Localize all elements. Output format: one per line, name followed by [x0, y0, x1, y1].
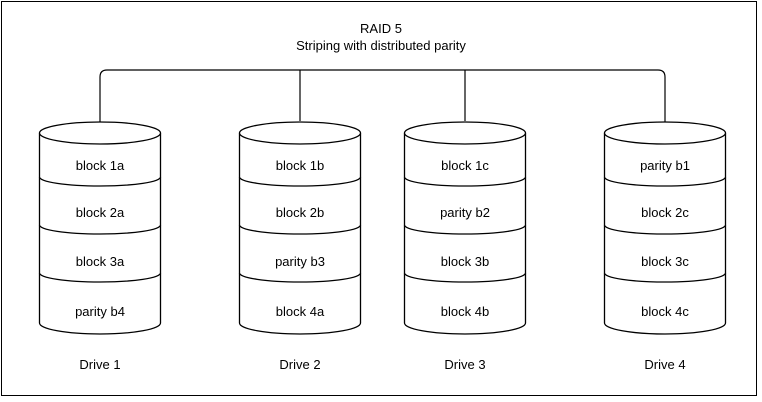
drive-1-divider-1 — [38, 176, 162, 187]
diagram-title: RAID 5 Striping with distributed parity — [0, 20, 762, 54]
drive-4-divider-2 — [603, 224, 727, 235]
drive3-block1-label: block 1c — [441, 158, 489, 173]
drive-1-cylinder — [38, 121, 162, 335]
diagram-border — [1, 1, 757, 396]
drive1-label: Drive 1 — [79, 357, 121, 372]
drive1-block2-label: block 2a — [75, 205, 125, 220]
drive-2-divider-1 — [238, 176, 362, 187]
drive-3-divider-3 — [403, 272, 527, 283]
drive3-block2-label: parity b2 — [440, 205, 490, 220]
drive-4-top — [603, 121, 727, 145]
drive3-block3-label: block 3b — [440, 254, 490, 269]
drive-1-divider-3 — [38, 272, 162, 283]
drive-3-cylinder — [403, 121, 527, 335]
bus-connector-line — [99, 69, 666, 122]
drive-2-top — [238, 121, 362, 145]
drive2-block4-label: block 4a — [275, 304, 325, 319]
bus-connector — [99, 69, 666, 122]
drive4-block3-label: block 3c — [641, 254, 689, 269]
drive-3-divider-1 — [403, 176, 527, 187]
drive-3-divider-2 — [403, 224, 527, 235]
drive-4-body — [603, 133, 727, 335]
drive4-label: Drive 4 — [644, 357, 686, 372]
drive2-label: Drive 2 — [279, 357, 321, 372]
drive-2-body — [238, 133, 362, 335]
drive1-block3-label: block 3a — [75, 254, 125, 269]
drive-2-divider-2 — [238, 224, 362, 235]
drive4-block2-label: block 2c — [641, 205, 689, 220]
drive1-block4-label: parity b4 — [75, 304, 125, 319]
drive-3-body — [403, 133, 527, 335]
drive-1-top — [38, 121, 162, 145]
drive-4-divider-3 — [603, 272, 727, 283]
drive-1-body — [38, 133, 162, 335]
drive4-block4-label: block 4c — [641, 304, 689, 319]
drive-2-cylinder — [238, 121, 362, 335]
drive4-block1-label: parity b1 — [640, 158, 690, 173]
drive-3-top — [403, 121, 527, 145]
drive3-block4-label: block 4b — [440, 304, 490, 319]
drive1-block1-label: block 1a — [75, 158, 125, 173]
title-line2: Striping with distributed parity — [296, 38, 466, 53]
drive-4-cylinder — [603, 121, 727, 335]
drive-4-divider-1 — [603, 176, 727, 187]
drive-2-divider-3 — [238, 272, 362, 283]
drive3-label: Drive 3 — [444, 357, 486, 372]
title-line1: RAID 5 — [360, 21, 402, 36]
drive2-block3-label: parity b3 — [275, 254, 325, 269]
drive-1-divider-2 — [38, 224, 162, 235]
drive2-block2-label: block 2b — [275, 205, 325, 220]
drive2-block1-label: block 1b — [275, 158, 325, 173]
